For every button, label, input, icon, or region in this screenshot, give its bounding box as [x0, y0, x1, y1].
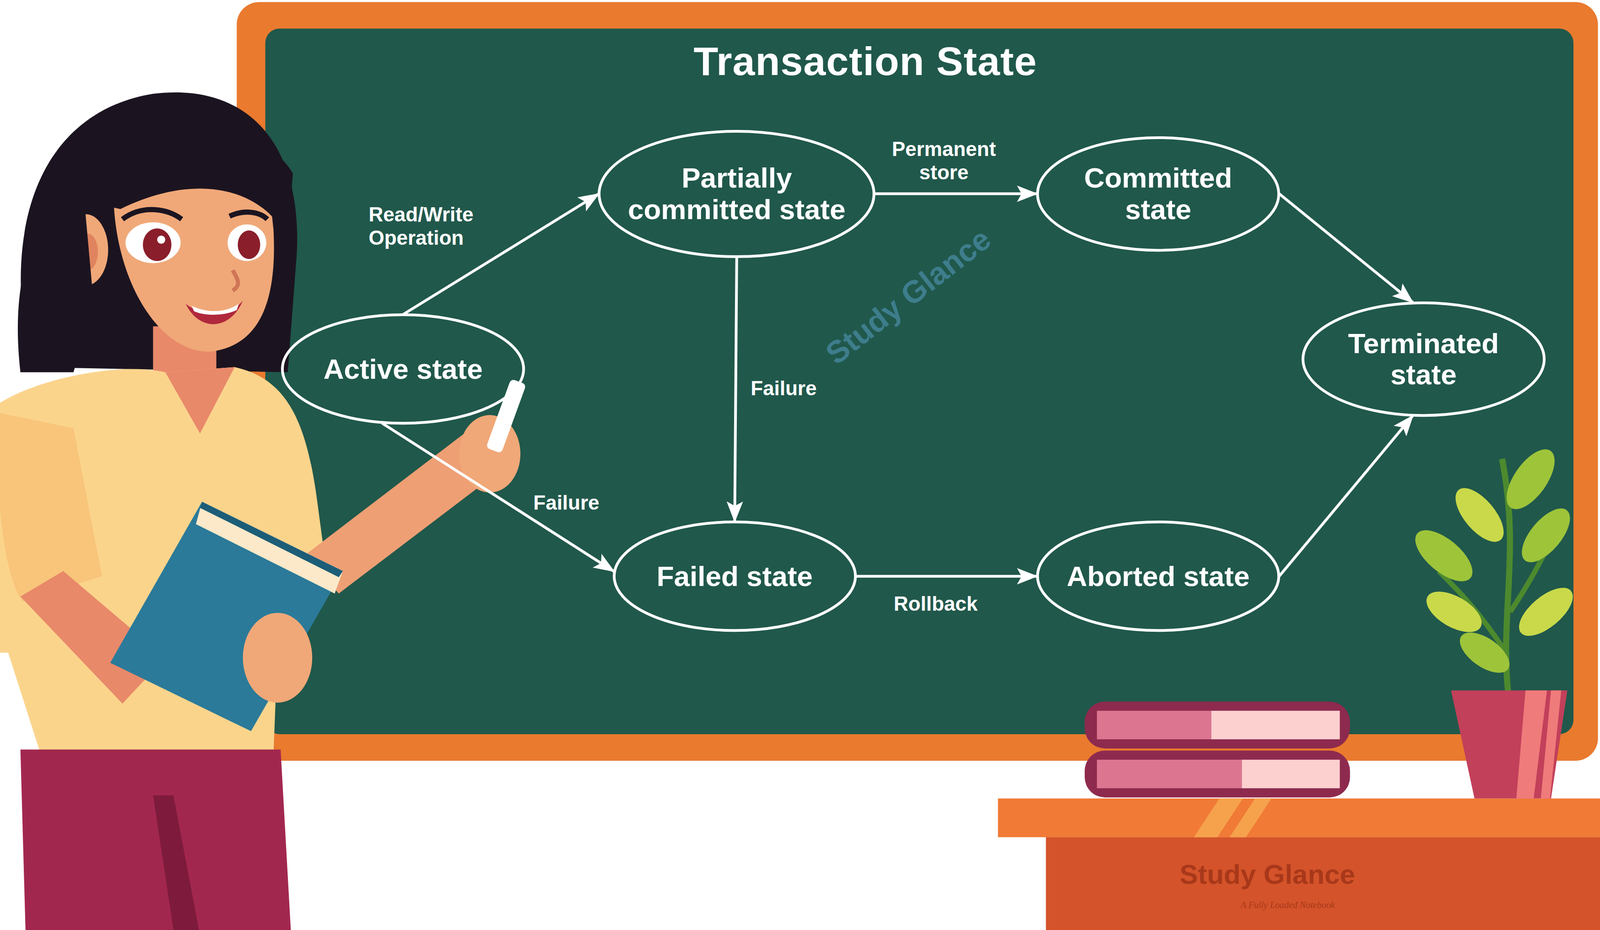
teacher-figure [0, 92, 527, 930]
transition-arrow [382, 423, 615, 572]
transition-arrow [1279, 415, 1413, 577]
desk [998, 798, 1600, 930]
transition-label: Failure [747, 377, 820, 401]
transition-label: Permanent store [883, 138, 1004, 185]
state-ellipse: Terminated state [1301, 301, 1546, 418]
state-label: Terminated state [1327, 328, 1520, 391]
diagram-title: Transaction State [693, 37, 1038, 85]
watermark-text: A Fully Loaded Notebook [1240, 899, 1336, 911]
state-label: Committed state [1062, 162, 1255, 225]
potted-plant [1406, 441, 1581, 799]
chalkboard [265, 28, 1574, 735]
state-ellipse: Aborted state [1035, 520, 1281, 633]
transition-label: Rollback [891, 592, 981, 617]
transition-label: Failure [530, 491, 602, 515]
watermark-text: Study Glance [818, 220, 998, 372]
board-frame [236, 1, 1598, 762]
transition-arrow [1279, 194, 1413, 303]
state-label: Active state [323, 353, 483, 385]
state-ellipse: Failed state [612, 520, 858, 633]
book-stack [1084, 702, 1351, 799]
state-ellipse: Partially committed state [597, 129, 876, 259]
transition-arrow [874, 192, 1038, 196]
state-ellipse: Active state [280, 313, 526, 426]
state-label: Failed state [656, 561, 813, 593]
transition-label: Read/Write Operation [365, 203, 492, 250]
watermark-text: Study Glance [1179, 858, 1355, 891]
transition-arrow [734, 257, 737, 522]
state-label: Aborted state [1066, 561, 1250, 593]
state-ellipse: Committed state [1035, 135, 1281, 253]
transition-arrow [855, 575, 1038, 579]
state-label: Partially committed state [622, 162, 852, 225]
